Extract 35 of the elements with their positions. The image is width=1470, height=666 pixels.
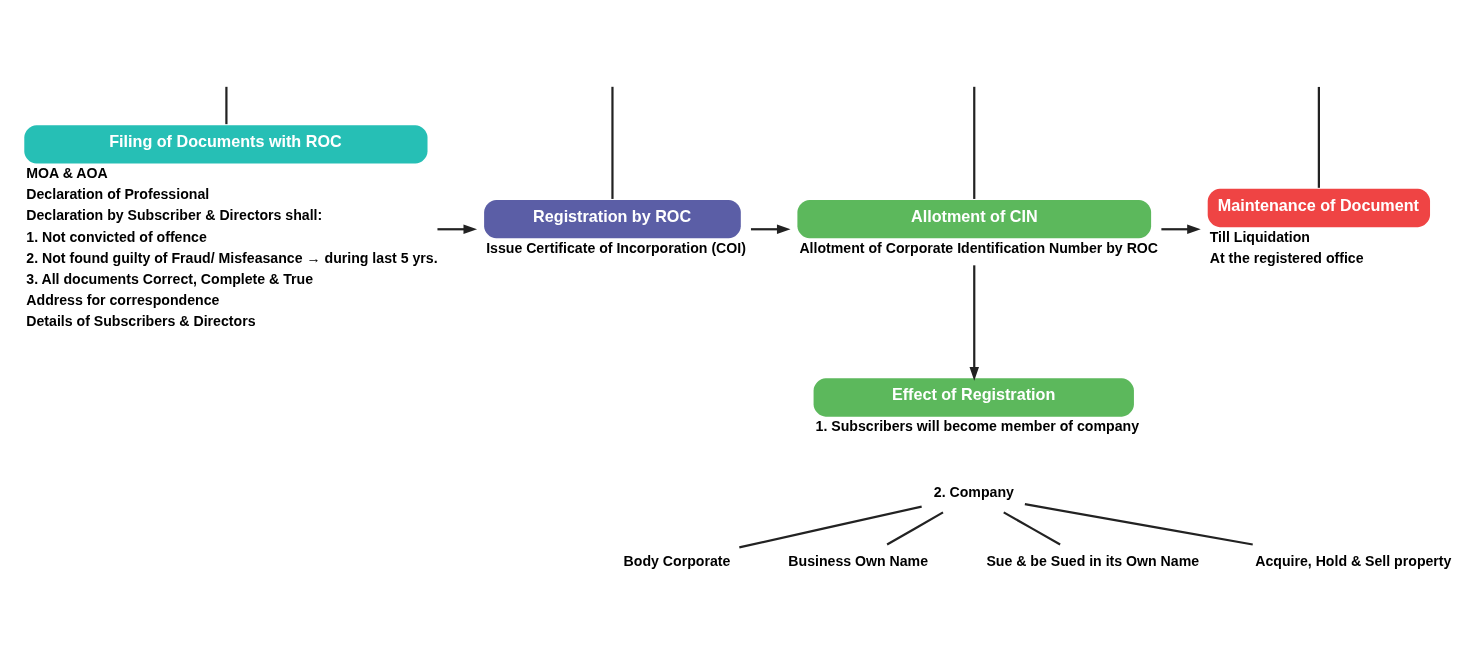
node-label: Address for correspondence <box>25 291 219 308</box>
connector <box>610 86 614 199</box>
arrow <box>1160 224 1201 234</box>
connector <box>224 86 227 124</box>
node-box: Effect of Registration <box>813 377 1134 417</box>
connector <box>1024 502 1253 546</box>
node-label: Allotment of Corporate Identification Number by ROC <box>798 239 1158 256</box>
node-box: Maintenance of Document <box>1207 188 1430 227</box>
node-label: Declaration by Subscriber & Directors shall: <box>25 206 322 223</box>
connector <box>1317 86 1320 188</box>
node-box: Allotment of CIN <box>796 199 1151 238</box>
node-label: Issue Certificate of Incorporation (COI) <box>485 239 746 256</box>
node-box: Registration by ROC <box>483 199 741 238</box>
node-text: Sue & be Sued in its Own Name <box>985 552 1199 569</box>
connector <box>886 510 944 545</box>
node-label: Details of Subscribers & Directors <box>25 312 256 329</box>
arrow <box>969 264 979 381</box>
arrow <box>750 224 790 234</box>
node-text: Business Own Name <box>787 552 928 569</box>
node-label: 3. All documents Correct, Complete & True <box>25 270 313 287</box>
arrow <box>436 224 477 234</box>
node-text: Acquire, Hold & Sell property <box>1254 552 1451 569</box>
node-label: 1. Subscribers will become member of company <box>815 417 1139 434</box>
node-label: Till Liquidation <box>1209 228 1310 245</box>
node-box: Filing of Documents with ROC <box>23 124 427 164</box>
node-label: 2. Not found guilty of Fraud/ Misfeasance → during last 5 yrs. <box>25 249 438 266</box>
node-label: At the registered office <box>1209 249 1364 266</box>
node-text: 2. Company <box>933 483 1014 500</box>
connector <box>972 86 975 199</box>
node-text: Body Corporate <box>623 552 730 569</box>
node-label: 1. Not convicted of offence <box>25 228 207 245</box>
connector <box>1002 510 1061 545</box>
connector <box>738 505 922 548</box>
node-label: MOA & AOA <box>25 164 108 181</box>
node-label: Declaration of Professional <box>25 185 209 202</box>
